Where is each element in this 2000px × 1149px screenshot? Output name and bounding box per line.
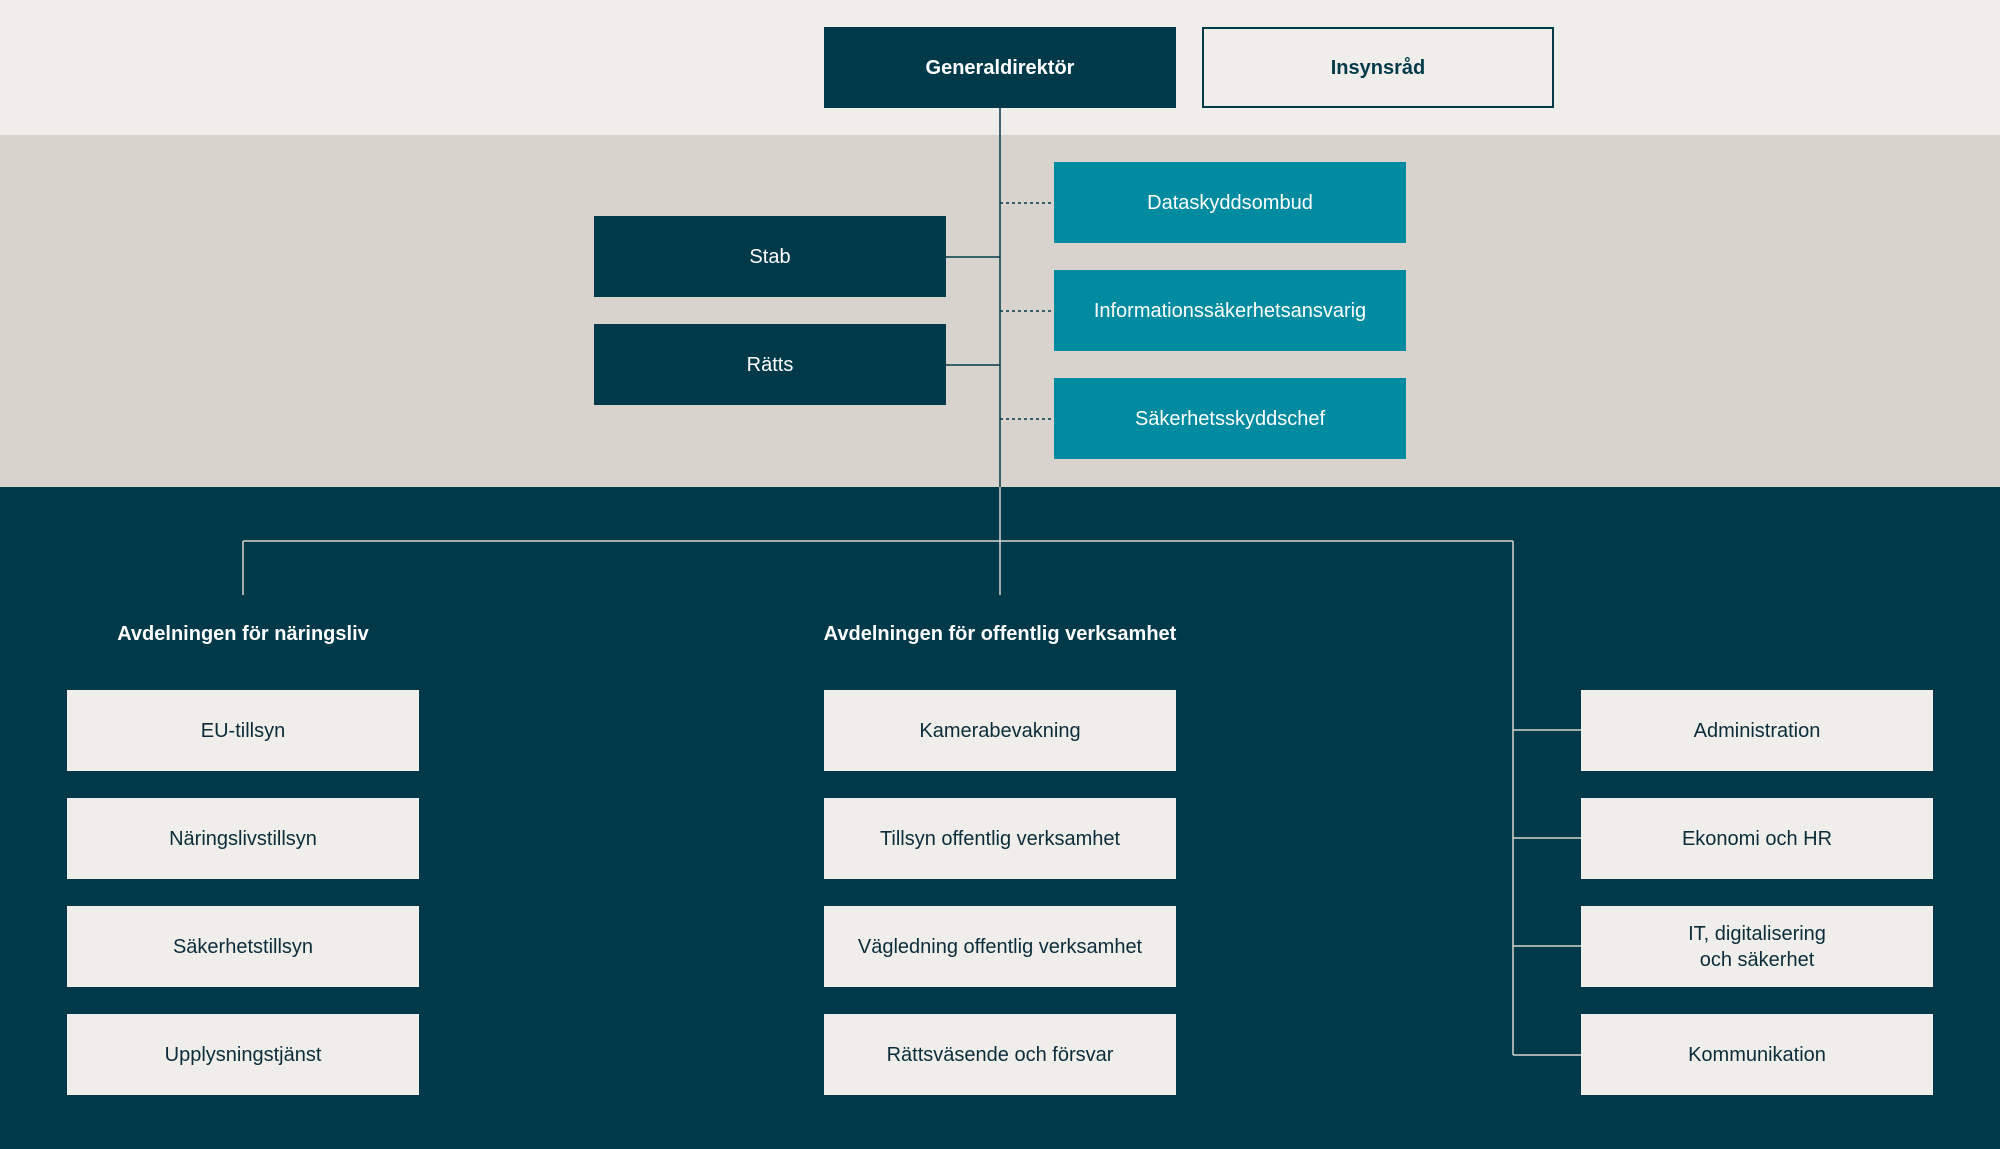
public-department-heading: Avdelningen för offentlig verksamhet — [823, 623, 1177, 645]
unit-kommunikation: Kommunikation — [1581, 1014, 1933, 1095]
unit-vagledning-offentlig: Vägledning offentlig verksamhet — [824, 906, 1176, 987]
council-box: Insynsråd — [1202, 27, 1554, 108]
unit-naringslivstillsyn: Näringslivstillsyn — [67, 798, 419, 879]
unit-ekonomi-hr: Ekonomi och HR — [1581, 798, 1933, 879]
unit-tillsyn-offentlig: Tillsyn offentlig verksamhet — [824, 798, 1176, 879]
security-protection-chief-box: Säkerhetsskyddschef — [1054, 378, 1406, 459]
business-department-heading: Avdelningen för näringsliv — [117, 623, 369, 645]
unit-upplysningstjanst: Upplysningstjänst — [67, 1014, 419, 1095]
unit-kamerabevakning: Kamerabevakning — [824, 690, 1176, 771]
director-box: Generaldirektör — [824, 27, 1176, 108]
data-protection-officer-box: Dataskyddsombud — [1054, 162, 1406, 243]
unit-administration: Administration — [1581, 690, 1933, 771]
unit-it-digitalisering: IT, digitalisering och säkerhet — [1581, 906, 1933, 987]
unit-sakerhetstillsyn: Säkerhetstillsyn — [67, 906, 419, 987]
ratts-box: Rätts — [594, 324, 946, 405]
unit-rattsvasende-forsvar: Rättsväsende och försvar — [824, 1014, 1176, 1095]
unit-eu-tillsyn: EU-tillsyn — [67, 690, 419, 771]
stab-box: Stab — [594, 216, 946, 297]
information-security-officer-box: Informationssäkerhetsansvarig — [1054, 270, 1406, 351]
